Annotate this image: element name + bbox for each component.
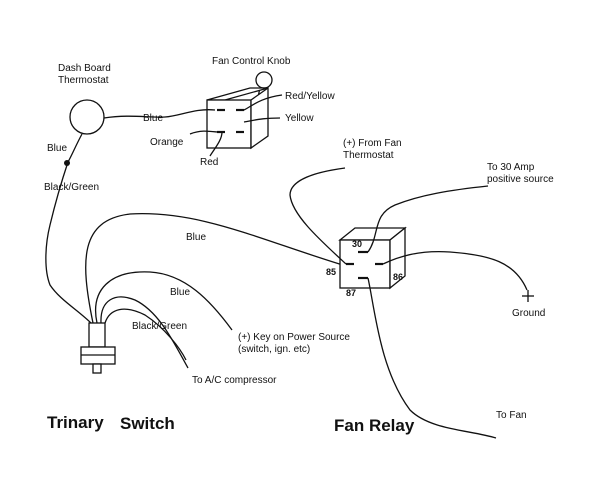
- wire-from-fan-thermostat: [289, 167, 347, 265]
- wire-trinary-extra: [104, 308, 187, 361]
- caption-fan-relay: Fan Relay: [334, 416, 415, 435]
- wire-thermostat-down: [45, 133, 93, 325]
- dash-thermostat-dial: [69, 99, 105, 135]
- label-to-30-amp-line2: positive source: [487, 174, 554, 185]
- wire-red: [209, 131, 223, 157]
- relay-pin-86: 86: [393, 272, 403, 282]
- dash-thermostat-label: Dash Board: [58, 63, 111, 74]
- label-black-green-left: Black/Green: [44, 182, 99, 193]
- relay-pin-30: 30: [352, 239, 362, 249]
- label-blue-top: Blue: [143, 113, 163, 124]
- label-orange: Orange: [150, 137, 184, 148]
- wire-orange: [189, 130, 218, 135]
- label-to-fan: To Fan: [496, 410, 527, 421]
- fan-knob: [255, 71, 273, 89]
- fan-switch-body-side: [250, 86, 269, 150]
- wire-yellow: [243, 117, 281, 123]
- label-from-fan-thermostat-line2: Thermostat: [343, 150, 394, 161]
- dash-thermostat-label-line2: Thermostat: [58, 75, 109, 86]
- relay-pin-85: 85: [326, 267, 336, 277]
- wire-to-30-amp: [367, 185, 489, 253]
- trinary-switch-top: [88, 322, 106, 348]
- wire-junction-dot: [64, 160, 70, 166]
- caption-trinary: Trinary: [47, 413, 104, 432]
- label-red: Red: [200, 157, 218, 168]
- label-yellow: Yellow: [285, 113, 314, 124]
- label-blue-left: Blue: [47, 143, 67, 154]
- label-blue-mid: Blue: [186, 232, 206, 243]
- label-blue-lower: Blue: [170, 287, 190, 298]
- label-red-yellow: Red/Yellow: [285, 91, 335, 102]
- relay-pin-87: 87: [346, 288, 356, 298]
- fan-control-knob-label: Fan Control Knob: [212, 56, 291, 67]
- wire-to-fan: [367, 277, 497, 439]
- label-from-fan-thermostat: (+) From Fan: [343, 138, 402, 149]
- label-to-30-amp: To 30 Amp: [487, 162, 535, 173]
- label-to-ac: To A/C compressor: [192, 375, 277, 386]
- caption-switch: Switch: [120, 414, 175, 433]
- wire-red-yellow: [243, 94, 283, 111]
- trinary-switch-port: [92, 363, 102, 374]
- wire-trinary-to-key-power: [95, 271, 233, 331]
- wire-blue-to-knob: [103, 109, 216, 119]
- label-ground: Ground: [512, 308, 545, 319]
- wire-trinary-to-ac: [100, 296, 189, 369]
- fan-switch-body: [206, 99, 252, 149]
- label-key-power-line2: (switch, ign. etc): [238, 344, 310, 355]
- label-key-power: (+) Key on Power Source: [238, 332, 350, 343]
- wire-to-ground: [382, 250, 528, 291]
- wire-trinary-to-relay85: [85, 212, 347, 324]
- label-black-green-lower: Black/Green: [132, 321, 187, 332]
